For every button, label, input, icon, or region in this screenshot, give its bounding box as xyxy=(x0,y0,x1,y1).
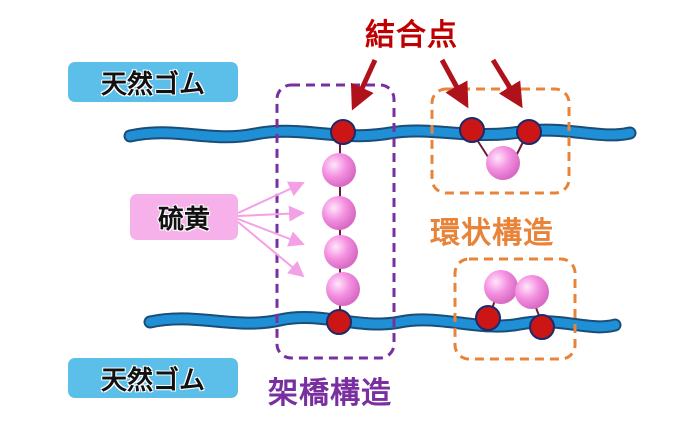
sulfur-arrow xyxy=(237,221,305,278)
sulfur-atom xyxy=(322,153,356,187)
bond-arrow xyxy=(439,58,469,109)
sulfur-atom xyxy=(322,196,356,230)
ring-box-upper xyxy=(430,87,571,195)
bond-point xyxy=(529,314,555,340)
bond-point xyxy=(459,117,485,143)
bond-point xyxy=(326,309,352,335)
ring-structure-label: 環状構造 xyxy=(430,216,554,251)
sulfur-arrow xyxy=(237,181,305,214)
sulfur-atom xyxy=(515,275,549,309)
sulfur-arrow xyxy=(237,218,305,247)
crosslink-box xyxy=(275,83,396,360)
ring-box-lower xyxy=(453,257,577,361)
natural-rubber-label-bottom: 天然ゴム xyxy=(68,358,238,398)
bond-arrow xyxy=(490,58,523,109)
natural-rubber-label-top: 天然ゴム xyxy=(68,62,238,102)
bond-point xyxy=(516,119,542,145)
sulfur-label: 硫黄 xyxy=(130,194,238,240)
bond-point xyxy=(475,305,501,331)
sulfur-atom xyxy=(324,235,358,269)
bond-arrow xyxy=(350,58,378,111)
bond-point-label: 結合点 xyxy=(365,18,458,53)
sulfur-atom xyxy=(486,146,520,180)
sulfur-atom xyxy=(326,272,360,306)
crosslink-structure-label: 架橋構造 xyxy=(268,376,392,411)
bond-point xyxy=(330,119,356,145)
rubber-chain-top-fill xyxy=(125,125,635,142)
sulfur-atom xyxy=(484,270,518,304)
sulfur-arrow xyxy=(237,205,305,222)
